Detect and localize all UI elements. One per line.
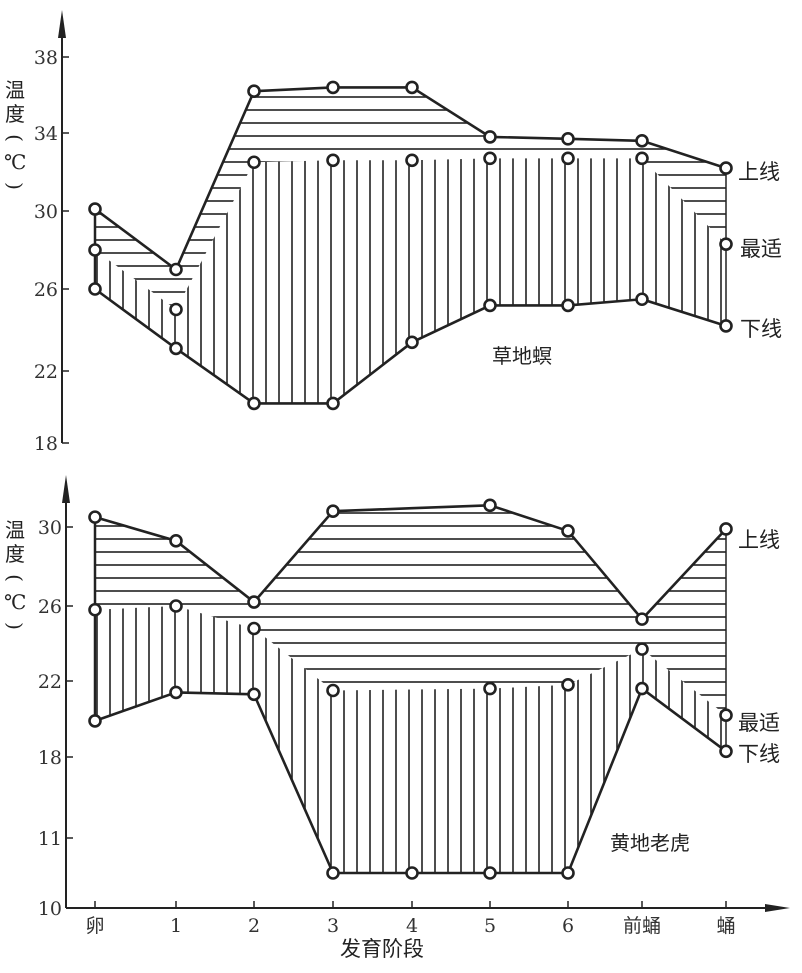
data-point-upper [88,202,102,216]
chart-caoditming: 18 22 26 30 34 38 [34,10,733,455]
data-point-optimal [169,599,183,613]
band-upper-optimal [95,505,726,716]
data-point-lower [719,319,733,333]
data-point-upper [635,134,649,148]
data-point-lower [88,282,102,296]
y-tick-label: 22 [34,361,58,383]
x-tick-label: 卵 [85,915,104,937]
data-point-optimal [326,683,340,698]
band-optimal-lower [95,606,726,873]
y-tick-label: 11 [38,828,62,850]
data-point-upper [247,595,261,609]
data-point-lower [405,866,419,880]
data-point-optimal [719,708,733,723]
data-point-upper [561,132,575,146]
x-tick-label: 6 [562,915,574,937]
chart-huangdilaohu: 10 11 18 22 26 30 卵 1 2 3 4 5 6 前蛹 蛹 [38,475,790,937]
y-tick-label: 10 [38,898,62,920]
data-point-optimal [247,155,261,170]
y-tick-label: 18 [38,747,62,769]
x-tick-label: 1 [170,915,182,937]
x-tick-label: 2 [248,915,260,937]
data-point-optimal [88,602,102,617]
data-point-lower [247,396,261,411]
data-point-optimal [483,681,497,696]
data-point-lower [483,866,497,880]
data-point-optimal [326,153,340,168]
data-point-lower [169,685,183,700]
y-axis-label-bottom: 温度 (℃ ) [3,518,27,630]
data-point-lower [635,681,649,696]
series-line-upper [94,503,727,622]
chart-title-top: 草地螟 [492,344,552,368]
legend-upper-top: 上线 [738,160,780,184]
x-tick-label: 蛹 [716,915,735,937]
data-point-optimal [88,243,102,257]
data-point-optimal [483,151,497,166]
y-axis-arrow [62,475,70,503]
x-axis-arrow [765,904,790,912]
data-point-lower [561,298,575,313]
x-axis-label: 发育阶段 [340,937,424,961]
data-point-lower [88,714,102,728]
y-axis-label-top: 温度 (℃ ) [3,78,27,190]
data-point-upper [405,80,419,95]
data-point-lower [169,341,183,356]
data-point-optimal [635,151,649,166]
data-point-optimal [405,153,419,168]
legend-upper-bottom: 上线 [738,528,780,552]
y-tick-label: 38 [34,47,58,69]
data-point-lower [561,866,575,880]
data-point-upper [247,84,261,98]
x-tick-label: 3 [327,915,339,937]
data-point-optimal [247,621,261,636]
y-tick-label: 22 [38,671,62,693]
y-axis-arrow [58,10,66,38]
y-tick-label: 30 [34,201,58,223]
x-tick-label: 5 [484,915,496,937]
data-point-upper [635,612,649,626]
data-point-upper [326,504,340,519]
data-point-lower [405,335,419,350]
data-point-upper [719,522,733,536]
x-tick-label: 4 [406,915,418,937]
legend-lower-top: 下线 [740,317,782,341]
data-point-lower [635,292,649,307]
data-point-lower [326,866,340,880]
data-point-lower [719,744,733,759]
band-optimal-lower [95,158,726,404]
data-point-optimal [561,151,575,166]
data-point-upper [719,161,733,175]
legend-lower-bottom: 下线 [738,742,780,766]
data-point-upper [169,534,183,548]
data-point-optimal [719,237,733,251]
data-point-upper [483,130,497,144]
data-point-optimal [561,677,575,692]
data-point-lower [247,687,261,702]
data-point-upper [561,524,575,538]
data-point-lower [326,396,340,411]
data-point-lower [483,298,497,313]
y-tick-label: 30 [38,517,62,539]
y-tick-label: 18 [34,433,58,455]
legend-optimal-bottom: 最适 [738,711,780,735]
chart-title-bottom: 黄地老虎 [610,831,690,855]
data-point-optimal [169,302,183,317]
legend-optimal-top: 最适 [740,237,782,261]
data-point-upper [169,262,183,277]
x-tick-label: 前蛹 [623,915,661,937]
data-point-optimal [635,642,649,656]
y-tick-label: 26 [38,596,62,618]
y-tick-label: 34 [34,123,58,145]
data-point-upper [483,498,497,513]
data-point-upper [326,80,340,95]
data-point-upper [88,510,102,524]
y-tick-label: 26 [34,279,58,301]
